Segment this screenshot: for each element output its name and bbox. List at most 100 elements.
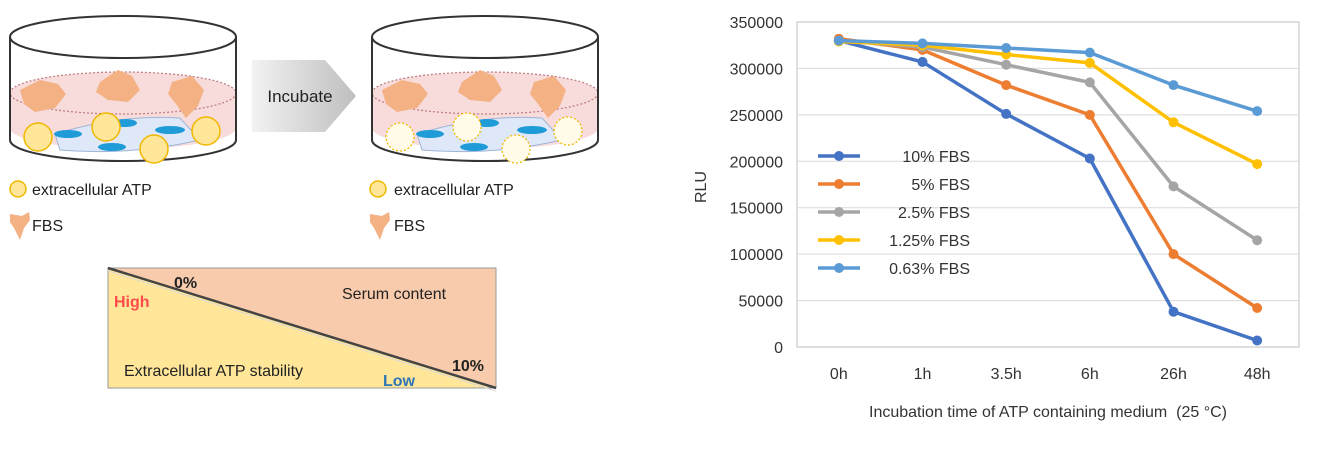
series-line (838, 36, 1259, 310)
high-label: High (114, 294, 150, 311)
cell (460, 143, 488, 151)
data-point (1252, 303, 1263, 313)
series-lines (833, 33, 1263, 346)
x-axis-label: Incubation time of ATP containing medium… (869, 404, 1227, 421)
serum-content-label: Serum content (342, 286, 447, 303)
atp-molecule (191, 116, 221, 146)
y-tick-label: 300000 (730, 61, 783, 78)
y-tick-label: 50000 (739, 294, 784, 311)
y-tick-label: 350000 (730, 15, 783, 32)
degraded-atp-molecule (385, 122, 415, 152)
data-point (1084, 109, 1095, 120)
atp-legend-icon (369, 180, 387, 198)
data-point (1168, 306, 1179, 317)
dish-rim (9, 15, 237, 59)
data-point (917, 56, 928, 67)
dish-wall (9, 37, 237, 162)
legend-label: 1.25% FBS (889, 233, 970, 250)
x-tick-label: 6h (1081, 366, 1099, 383)
data-point (1084, 47, 1095, 58)
incubate-label: Incubate (267, 87, 332, 106)
fbs-legend-label: FBS (32, 218, 63, 235)
x-axis-ticks: 0h 1h 3.5h 6h 26h 48h (830, 366, 1271, 383)
atp-stability-label: Extracellular ATP stability (124, 363, 303, 380)
fbs-protein (20, 80, 66, 112)
x-tick-label: 0h (830, 366, 848, 383)
atp-legend-label: extracellular ATP (32, 182, 152, 199)
atp-legend-label: extracellular ATP (394, 182, 514, 199)
data-point (1168, 80, 1179, 91)
legend-marker (834, 151, 844, 161)
fbs-protein (96, 70, 140, 102)
series-line (838, 38, 1258, 113)
diagonal-divider-highlight (107, 270, 497, 392)
data-point (1001, 80, 1012, 91)
legend-label: 2.5% FBS (898, 205, 970, 222)
fbs-protein (530, 76, 566, 118)
data-point (1252, 235, 1263, 246)
diagonal-divider (107, 266, 497, 390)
y-tick-label: 250000 (730, 108, 783, 125)
legend-label: 0.63% FBS (889, 261, 970, 278)
series-line (838, 39, 1258, 166)
series-line (838, 38, 1258, 343)
culture-dish-before (9, 15, 237, 164)
fbs-legend-label: FBS (394, 218, 425, 235)
zero-percent-label: 0% (174, 275, 197, 292)
y-tick-label: 150000 (730, 201, 783, 218)
legend-label: 5% FBS (911, 177, 970, 194)
fbs-protein (168, 76, 204, 118)
cell (98, 143, 126, 151)
y-axis-ticks: 0 50000 100000 150000 200000 250000 300000 3500… (730, 15, 783, 357)
legend-label: 10% FBS (902, 149, 970, 166)
data-point (1001, 59, 1012, 70)
x-tick-label: 48h (1244, 366, 1271, 383)
legend-marker (834, 263, 844, 273)
legend-marker (834, 179, 844, 189)
dish-wall (371, 37, 599, 162)
data-point (1084, 57, 1095, 68)
fbs-legend-icon (370, 212, 390, 240)
degraded-atp-molecule (501, 134, 531, 164)
x-tick-label: 26h (1160, 366, 1187, 383)
culture-dish-after (371, 15, 599, 164)
fbs-protein (458, 70, 502, 102)
y-tick-label: 100000 (730, 247, 783, 264)
legend-right: extracellular ATP FBS (369, 180, 514, 240)
cell (517, 126, 547, 134)
legend-marker (834, 235, 844, 245)
low-label: Low (383, 373, 416, 390)
data-point (1084, 77, 1095, 88)
cell (155, 126, 185, 134)
cell (54, 130, 82, 138)
data-point (1168, 117, 1179, 128)
data-point (1252, 159, 1263, 170)
data-point (1084, 153, 1095, 164)
dish-rim (371, 15, 599, 59)
data-point (833, 35, 844, 46)
chart-legend: 10% FBS 5% FBS 2.5% FBS 1.25% FBS 0.63% FBS (818, 149, 970, 278)
atp-molecule (139, 134, 169, 164)
legend-left: extracellular ATP FBS (9, 180, 152, 240)
fbs-legend-icon (10, 212, 30, 240)
serum-stability-diagram: 0% High Serum content Extracellular ATP … (107, 266, 497, 392)
data-point (1168, 181, 1179, 192)
data-point (1252, 335, 1263, 346)
data-point (1001, 108, 1012, 119)
y-axis-label: RLU (693, 171, 710, 203)
data-point (917, 38, 928, 49)
ten-percent-label: 10% (452, 358, 484, 375)
y-tick-label: 200000 (730, 154, 783, 171)
atp-molecule (91, 112, 121, 142)
legend-marker (834, 207, 844, 217)
data-point (1001, 43, 1012, 53)
x-tick-label: 3.5h (991, 366, 1022, 383)
degraded-atp-molecule (452, 112, 482, 142)
diagram-border (107, 267, 497, 389)
atp-legend-icon (9, 180, 27, 198)
x-tick-label: 1h (914, 366, 932, 383)
plot-area-border (796, 21, 1300, 348)
rlu-line-chart: 0 50000 100000 150000 200000 250000 300000 3500… (693, 15, 1300, 421)
y-tick-label: 0 (774, 340, 783, 357)
